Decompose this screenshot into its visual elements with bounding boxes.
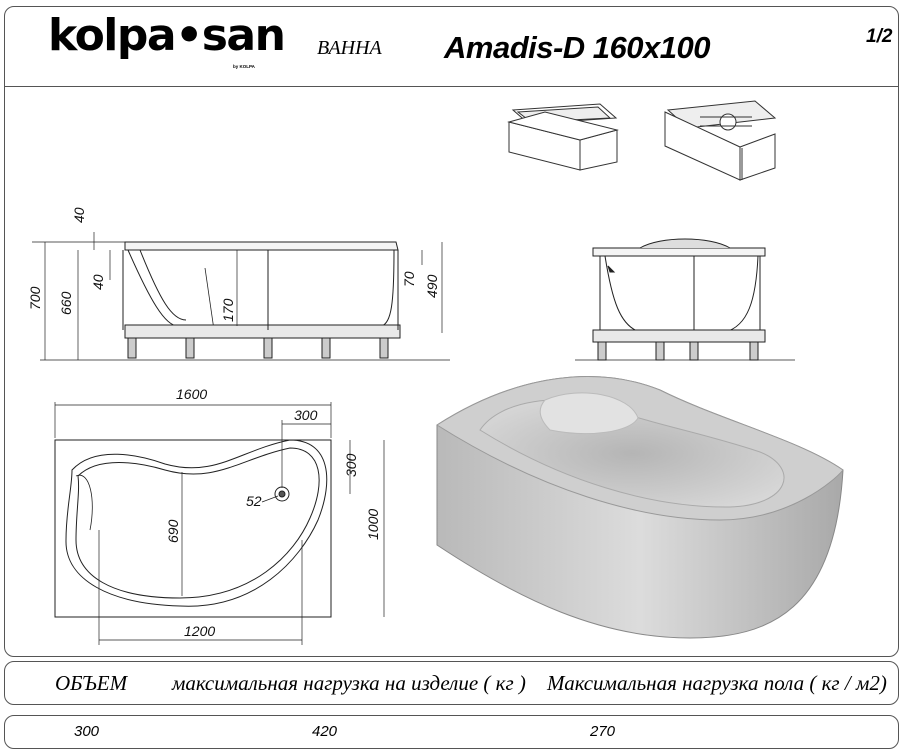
side-view [32, 232, 450, 361]
bathtub-panel-icon [507, 103, 619, 171]
spec-header-volume: ОБЪЕМ [55, 671, 128, 695]
brand-logo: kolpa•san [48, 10, 286, 61]
spec-value-product-load: 420 [312, 723, 338, 740]
dim-side-40-edge: 40 [90, 274, 106, 290]
dim-plan-690: 690 [165, 519, 181, 543]
dim-plan-1600: 1600 [176, 386, 207, 402]
bathtub-frame-panel-icon [664, 100, 777, 181]
spec-value-volume: 300 [74, 723, 100, 740]
page-number: 1/2 [866, 26, 893, 47]
drawing-frame [4, 6, 899, 657]
dim-side-170: 170 [220, 298, 236, 322]
header-divider [5, 86, 898, 87]
bathtub-render [436, 376, 844, 639]
model-title: Amadis-D 160x100 [444, 30, 711, 65]
dim-plan-52: 52 [246, 493, 262, 509]
dim-plan-1200: 1200 [184, 623, 215, 639]
dim-side-660: 660 [58, 291, 74, 315]
dim-side-70: 70 [401, 271, 417, 287]
end-view [575, 238, 795, 361]
spec-header-row [4, 661, 899, 705]
spec-header-floor-load: Максимальная нагрузка пола ( кг / м2) [547, 671, 887, 695]
dim-plan-300: 300 [294, 407, 318, 423]
document-type: ВАННА [317, 37, 382, 59]
spec-value-floor-load: 270 [590, 723, 616, 740]
registered-mark: ® [261, 28, 268, 38]
brand-subtitle: by KOLPA [233, 64, 255, 69]
spec-value-row [4, 715, 899, 749]
dim-side-40-top: 40 [71, 207, 87, 223]
dim-side-700: 700 [27, 286, 43, 310]
plan-view [54, 402, 385, 645]
spec-header-product-load: максимальная нагрузка на изделие ( кг ) [172, 671, 526, 695]
dim-plan-1000: 1000 [365, 509, 381, 540]
dim-plan-300-v: 300 [343, 453, 359, 477]
dim-side-490: 490 [424, 274, 440, 298]
